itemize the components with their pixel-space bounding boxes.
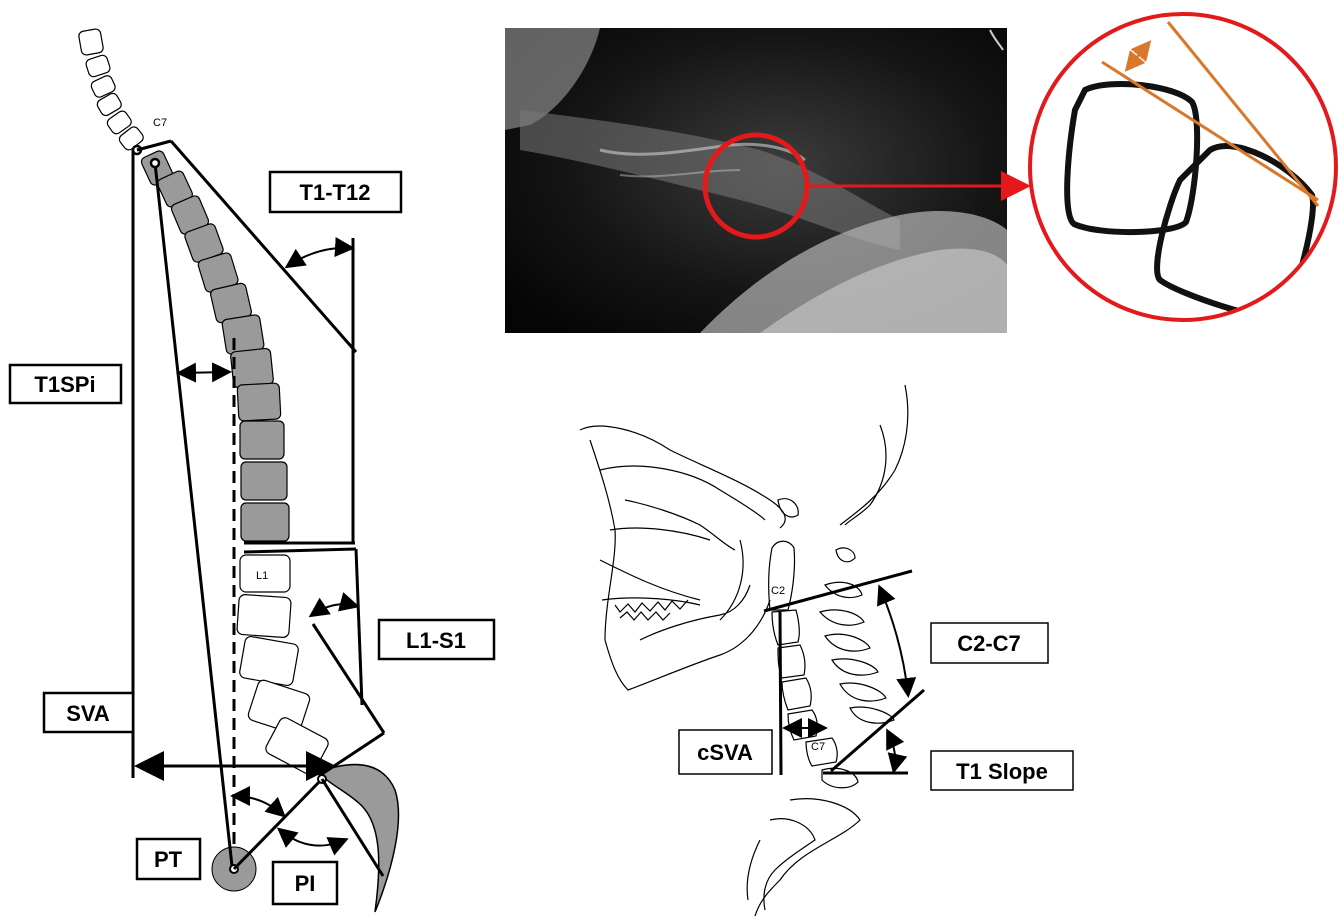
t1-t12-angle-arrow xyxy=(288,248,351,266)
thoracic-vertebrae xyxy=(140,149,289,541)
c2-c7-angle-arrow xyxy=(880,588,908,694)
pt-label-box: PT xyxy=(137,839,200,879)
s1-perpendicular xyxy=(313,624,384,733)
c2-label: C2 xyxy=(771,585,785,597)
cervical-vertebrae xyxy=(78,28,145,152)
t1spi-label-box: T1SPi xyxy=(10,365,121,403)
c2-plumb-line xyxy=(780,612,781,775)
sva-label-box: SVA xyxy=(44,693,133,732)
l1-label: L1 xyxy=(256,570,268,582)
c7-cervical-label: C7 xyxy=(811,741,825,753)
cervical-xray-image xyxy=(505,28,1007,333)
cervical-spine-drawing: C2 C7 C2-C7 xyxy=(580,385,1073,916)
whole-spine-figure: C7 L1 xyxy=(10,28,494,912)
t1-slope-angle-arrow xyxy=(888,732,895,770)
csva-label-box: cSVA xyxy=(679,730,772,774)
pt-angle-arrow xyxy=(234,796,283,815)
svg-text:SVA: SVA xyxy=(66,701,110,726)
svg-text:T1 Slope: T1 Slope xyxy=(956,759,1048,784)
c2-c7-label-box: C2-C7 xyxy=(931,623,1048,663)
svg-text:L1-S1: L1-S1 xyxy=(406,628,466,653)
svg-text:PI: PI xyxy=(295,871,316,896)
lumbar-vertebrae xyxy=(237,555,331,776)
pi-angle-arrow xyxy=(280,830,345,846)
l1-endplate-line xyxy=(244,549,356,552)
c7-endplate-line xyxy=(831,690,924,771)
magnified-vertebrae-view xyxy=(1030,14,1336,320)
l1-s1-angle-arrow xyxy=(312,604,356,615)
svg-text:C2-C7: C2-C7 xyxy=(957,631,1021,656)
t1spi-angle-arrow xyxy=(180,372,228,373)
t1-t12-label-box: T1-T12 xyxy=(270,172,401,212)
l1-s1-label-box: L1-S1 xyxy=(379,620,494,659)
t1-slope-label-box: T1 Slope xyxy=(931,751,1073,790)
hip-to-s1-line xyxy=(234,779,322,869)
c2-endplate-line xyxy=(764,571,912,611)
c7-label: C7 xyxy=(153,117,167,129)
pi-label-box: PI xyxy=(273,862,337,904)
svg-text:PT: PT xyxy=(154,847,183,872)
svg-text:cSVA: cSVA xyxy=(697,740,753,765)
svg-text:T1SPi: T1SPi xyxy=(34,372,95,397)
svg-text:T1-T12: T1-T12 xyxy=(300,180,371,205)
